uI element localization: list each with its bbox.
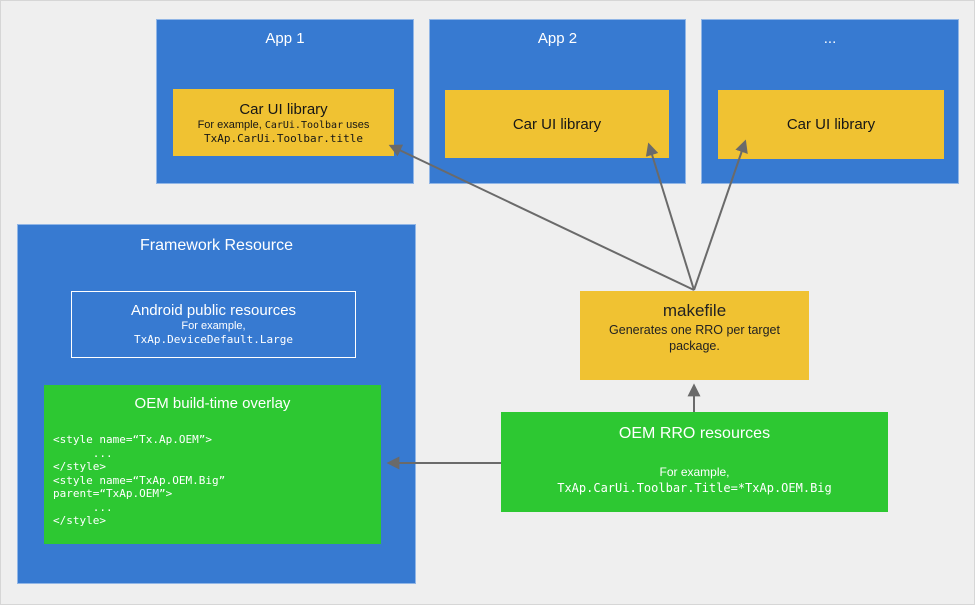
code-line: parent=“TxAp.OEM”>: [53, 487, 173, 500]
makefile-box: makefile Generates one RRO per target pa…: [580, 291, 809, 380]
appN-carui-library-box: Car UI library: [718, 90, 944, 159]
oem-rro-resources-example-label: For example,: [659, 465, 730, 479]
example-prefix: For example,: [197, 119, 265, 131]
oem-build-time-overlay-title: OEM build-time overlay: [134, 395, 291, 412]
app1-title: App 1: [265, 30, 305, 47]
android-public-resources-title: Android public resources: [130, 302, 297, 319]
appN-box: ... Car UI library: [701, 19, 959, 184]
code-line: </style>: [53, 514, 106, 527]
oem-rro-resources-box: OEM RRO resources For example, TxAp.CarU…: [501, 412, 888, 512]
code-line: ...: [53, 446, 113, 460]
app1-carui-library-example: For example, CarUi.Toolbar uses: [198, 119, 370, 132]
makefile-title: makefile: [662, 301, 727, 320]
example-code: CarUi.Toolbar: [264, 120, 344, 131]
oem-rro-resources-title: OEM RRO resources: [618, 425, 771, 442]
code-line: <style name=“Tx.Ap.OEM”>: [53, 433, 212, 446]
makefile-subtitle: Generates one RRO per target package.: [609, 323, 780, 353]
example-suffix: uses: [343, 119, 370, 131]
app1-carui-library-resource-ref: TxAp.CarUi.Toolbar.title: [204, 132, 363, 145]
oem-build-time-overlay-code: <style name=“Tx.Ap.OEM”> ... </style> <s…: [53, 433, 225, 528]
app2-carui-library-box: Car UI library: [445, 90, 669, 158]
code-line: </style>: [53, 460, 106, 473]
app1-carui-library-box: Car UI library For example, CarUi.Toolba…: [173, 89, 394, 156]
app1-carui-library-title: Car UI library: [239, 101, 328, 118]
app2-box: App 2 Car UI library: [429, 19, 686, 184]
app2-carui-library-title: Car UI library: [512, 115, 602, 133]
appN-carui-library-title: Car UI library: [786, 116, 876, 133]
framework-resource-box: Framework Resource Android public resour…: [17, 224, 416, 584]
code-line: ...: [53, 500, 113, 514]
oem-build-time-overlay-box: OEM build-time overlay <style name=“Tx.A…: [44, 385, 381, 544]
appN-title: ...: [823, 30, 837, 47]
android-public-resources-example-code: TxAp.DeviceDefault.Large: [134, 333, 293, 346]
framework-resource-title: Framework Resource: [140, 237, 293, 254]
app2-title: App 2: [537, 30, 578, 47]
code-line: <style name=“TxAp.OEM.Big”: [53, 473, 226, 487]
oem-rro-resources-example-code: TxAp.CarUi.Toolbar.Title=*TxAp.OEM.Big: [557, 481, 832, 495]
android-public-resources-box: Android public resources For example, Tx…: [71, 291, 356, 358]
app1-box: App 1 Car UI library For example, CarUi.…: [156, 19, 414, 184]
android-public-resources-example-label: For example,: [181, 320, 246, 332]
